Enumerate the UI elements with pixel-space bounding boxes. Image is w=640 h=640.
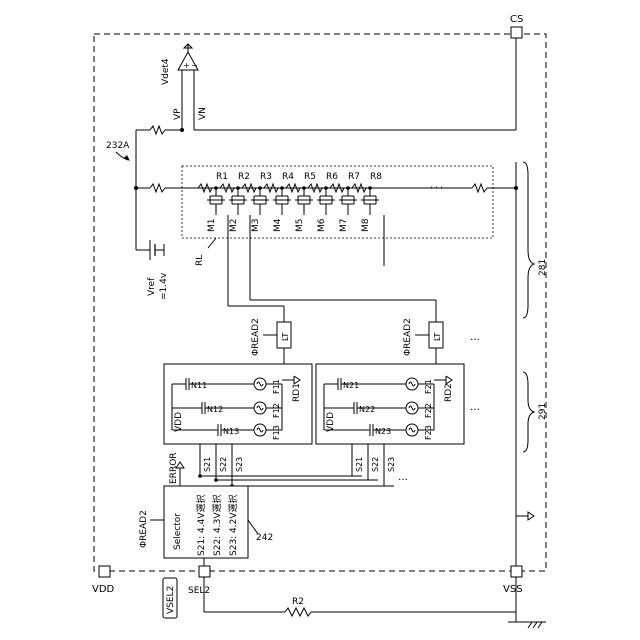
mosfet-label: M1	[207, 219, 217, 233]
mosfet-label: M8	[361, 218, 371, 232]
cell-transistor-label: N12	[207, 405, 223, 414]
mosfet-label: M3	[251, 219, 261, 233]
cs-pad	[511, 27, 522, 38]
fuse-label: F11	[272, 379, 281, 394]
fuse-label: F12	[272, 403, 281, 418]
rd1-label: RD1	[292, 383, 302, 402]
svg-text:+: +	[183, 61, 190, 70]
vss-label: VSS	[503, 584, 523, 595]
ref-242: 242	[256, 533, 273, 543]
vdd-pin-label: VDD	[92, 584, 115, 595]
select-line-label: S23	[387, 457, 396, 472]
cs-label: CS	[510, 14, 523, 25]
vss-pad	[511, 566, 522, 577]
mosfet-label: M4	[273, 218, 283, 232]
rd2-label: RD2	[444, 383, 454, 402]
r2-label: R2	[292, 597, 304, 607]
svg-text:−: −	[191, 61, 198, 70]
select-line-label: S22	[371, 457, 380, 472]
mosfet-label: M5	[295, 219, 305, 233]
ladder-resistor-label: R6	[326, 172, 338, 182]
vdd-box2-label: VDD	[326, 412, 336, 432]
phi-read2-label-1: ΦREAD2	[251, 318, 261, 356]
cell-transistor-label: N13	[223, 427, 239, 436]
vp-label: VP	[173, 108, 183, 120]
selector-s23: S23: 4.2V選択	[227, 494, 239, 556]
select-line-label: S23	[235, 457, 244, 472]
selector-title: Selector	[173, 513, 183, 550]
ellipsis-slines: …	[398, 472, 408, 483]
ladder-resistor-label: R8	[370, 172, 382, 182]
ref-232a: 232A	[106, 141, 130, 151]
vdd-box1-label: VDD	[174, 412, 184, 432]
ellipsis-cells: …	[470, 402, 480, 413]
fuse-label: F23	[424, 425, 433, 440]
rl-label: RL	[195, 255, 205, 266]
fuse-label: F22	[424, 403, 433, 418]
sel2-label: SEL2	[188, 586, 210, 596]
vsel2-label: VSEL2	[166, 586, 176, 614]
resistor-ladder: R1 R2 R3 R4 R5 R6 R7 R8M1 M2 M3 M4 M5 M6 M7 M8	[198, 172, 382, 232]
cell-transistor-label: N21	[343, 381, 359, 390]
svg-text:· · ·: · · ·	[430, 183, 443, 192]
ladder-resistor-label: R3	[260, 172, 272, 182]
ref-291: 291	[538, 403, 548, 420]
mosfet-label: M2	[229, 219, 239, 233]
fuse-label: F13	[272, 425, 281, 440]
vdet4-label: Vdet4	[161, 58, 171, 85]
select-line-label: S22	[219, 457, 228, 472]
ellipsis-lt: …	[470, 332, 480, 343]
cell-transistor-label: N23	[375, 427, 391, 436]
vdd-pad	[99, 566, 110, 577]
cell-transistor-label: N22	[359, 405, 375, 414]
ladder-resistor-label: R7	[348, 172, 360, 182]
ladder-resistor-label: R1	[216, 172, 228, 182]
lt-label-2: LT	[433, 333, 442, 341]
lt-label-1: LT	[281, 333, 290, 341]
vn-label: VN	[198, 107, 208, 120]
mosfet-label: M7	[339, 219, 349, 233]
vref-value: =1.4v	[159, 272, 169, 300]
ladder-resistor-label: R2	[238, 172, 250, 182]
selector-s22: S22: 4.3V選択	[211, 494, 223, 556]
select-line-label: S21	[355, 457, 364, 472]
phi-read2-selector-label: ΦREAD2	[139, 510, 149, 548]
select-lines: S21 S22 S23 S21 S22 S23	[198, 444, 396, 488]
r2-resistor	[285, 608, 311, 616]
phi-read2-label-2: ΦREAD2	[403, 318, 413, 356]
bracket-281	[523, 162, 534, 318]
sel2-pad	[199, 566, 210, 577]
select-line-label: S21	[203, 457, 212, 472]
fuse-label: F21	[424, 379, 433, 394]
cell-transistor-label: N11	[191, 381, 207, 390]
mosfet-label: M6	[317, 218, 327, 232]
selector-s21: S21: 4.4V選択	[195, 494, 207, 556]
ladder-resistor-label: R4	[282, 172, 294, 182]
bracket-291	[523, 372, 534, 452]
vref-label: Vref	[147, 277, 157, 296]
ref-281: 281	[538, 259, 548, 276]
ladder-resistor-label: R5	[304, 172, 316, 182]
chip-boundary	[94, 34, 546, 571]
